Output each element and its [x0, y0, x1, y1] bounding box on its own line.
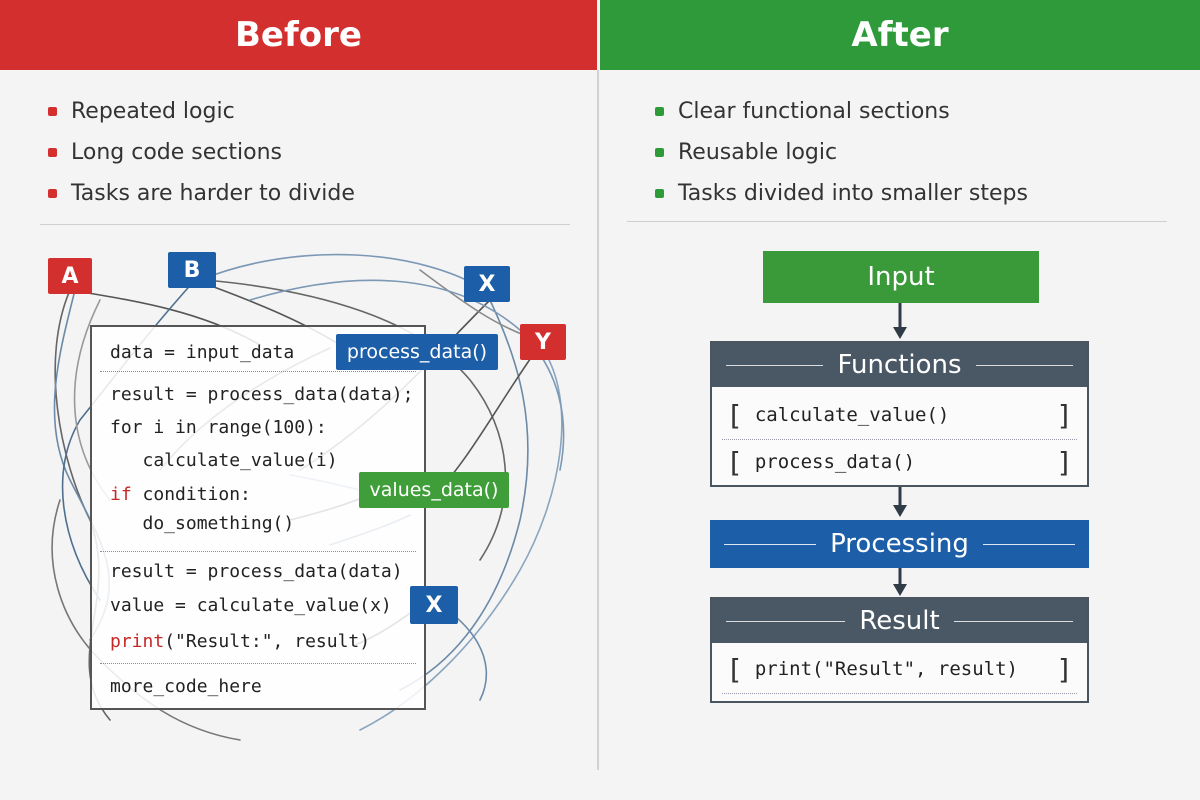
result-slot: [ print("Result", result) ] [726, 647, 1073, 691]
before-bullet: Tasks are harder to divide [48, 173, 355, 214]
green-bullet-icon [655, 148, 664, 157]
red-bullet-icon [48, 148, 57, 157]
bracket-open: [ [726, 398, 743, 432]
processing-label: Processing [830, 529, 969, 559]
after-bullet: Tasks divided into smaller steps [655, 173, 1028, 214]
before-bullet: Repeated logic [48, 91, 355, 132]
functions-panel: Functions [ calculate_value() ] [ proces… [710, 341, 1089, 487]
after-bullet: Clear functional sections [655, 91, 1028, 132]
code-line: more_code_here [110, 676, 262, 697]
code-line: value = calculate_value(x) [110, 595, 392, 616]
red-bullet-icon [48, 107, 57, 116]
function-slot: [ process_data() ] [726, 440, 1073, 484]
bracket-close: ] [1056, 445, 1073, 479]
bracket-close: ] [1056, 398, 1073, 432]
red-bullet-icon [48, 189, 57, 198]
arrow-down-icon [893, 568, 907, 596]
code-line: calculate_value(i) [110, 450, 338, 471]
bullet-text: Repeated logic [71, 99, 235, 124]
after-bullet-list: Clear functional sections Reusable logic… [655, 91, 1028, 214]
input-label: Input [867, 262, 935, 292]
code-line: do_something() [110, 513, 295, 534]
header-rule [975, 364, 1074, 366]
functions-header: Functions [712, 343, 1087, 387]
bullet-text: Tasks are harder to divide [71, 181, 355, 206]
after-bullet: Reusable logic [655, 132, 1028, 173]
code-text: ("Result:", result) [164, 631, 371, 652]
arrow-down-icon [893, 303, 907, 339]
before-title: Before [235, 15, 362, 55]
result-panel: Result [ print("Result", result) ] [710, 597, 1089, 703]
bracket-open: [ [726, 445, 743, 479]
tag-values-data: values_data() [359, 472, 509, 508]
arrow-down-icon [893, 487, 907, 517]
function-slot: [ calculate_value() ] [726, 393, 1073, 437]
bullet-text: Long code sections [71, 140, 282, 165]
connection-line [199, 253, 486, 291]
code-line: if condition: [110, 483, 251, 507]
before-bullet: Long code sections [48, 132, 355, 173]
header-rule [726, 620, 846, 622]
slot-separator [722, 693, 1077, 694]
keyword-if: if [110, 484, 132, 505]
code-separator [100, 663, 416, 664]
code-line: data = input_data [110, 342, 295, 363]
bracket-close: ] [1056, 652, 1073, 686]
keyword-print: print [110, 631, 165, 652]
functions-label: Functions [837, 350, 962, 380]
connection-line [249, 279, 565, 471]
code-text: condition: [131, 484, 251, 505]
green-bullet-icon [655, 107, 664, 116]
bullet-text: Tasks divided into smaller steps [678, 181, 1028, 206]
tag-x-bottom: X [410, 586, 458, 624]
bullet-text: Clear functional sections [678, 99, 950, 124]
result-header: Result [712, 599, 1087, 643]
tag-b: B [168, 252, 216, 288]
before-header: Before [0, 0, 597, 70]
code-separator [100, 551, 416, 552]
code-line: print("Result:", result) [110, 630, 370, 654]
header-rule [953, 620, 1073, 622]
bullet-text: Reusable logic [678, 140, 838, 165]
header-rule [726, 364, 824, 366]
before-divider [40, 224, 570, 225]
before-bullet-list: Repeated logic Long code sections Tasks … [48, 91, 355, 214]
tag-x-top: X [464, 266, 510, 302]
tag-a: A [48, 258, 92, 294]
after-header: After [600, 0, 1200, 70]
code-line: for i in range(100): [110, 417, 327, 438]
center-divider [597, 70, 599, 770]
result-code: print("Result", result) [754, 658, 1018, 680]
tangled-code-block: data = input_data result = process_data(… [90, 325, 426, 710]
header-rule [724, 543, 817, 545]
after-title: After [851, 15, 949, 55]
green-bullet-icon [655, 189, 664, 198]
tag-y: Y [520, 324, 566, 360]
processing-step: Processing [710, 520, 1089, 568]
function-name: calculate_value() [754, 404, 950, 426]
code-separator [100, 371, 416, 372]
function-name: process_data() [754, 451, 916, 473]
connection-line [399, 289, 529, 691]
bracket-open: [ [726, 652, 743, 686]
result-label: Result [859, 606, 940, 636]
slot-separator [722, 439, 1077, 440]
header-rule [982, 543, 1075, 545]
after-divider [627, 221, 1167, 222]
code-line: result = process_data(data) [110, 561, 403, 582]
tag-process-data: process_data() [336, 334, 498, 370]
code-line: result = process_data(data); [110, 384, 414, 405]
input-step: Input [763, 251, 1039, 303]
